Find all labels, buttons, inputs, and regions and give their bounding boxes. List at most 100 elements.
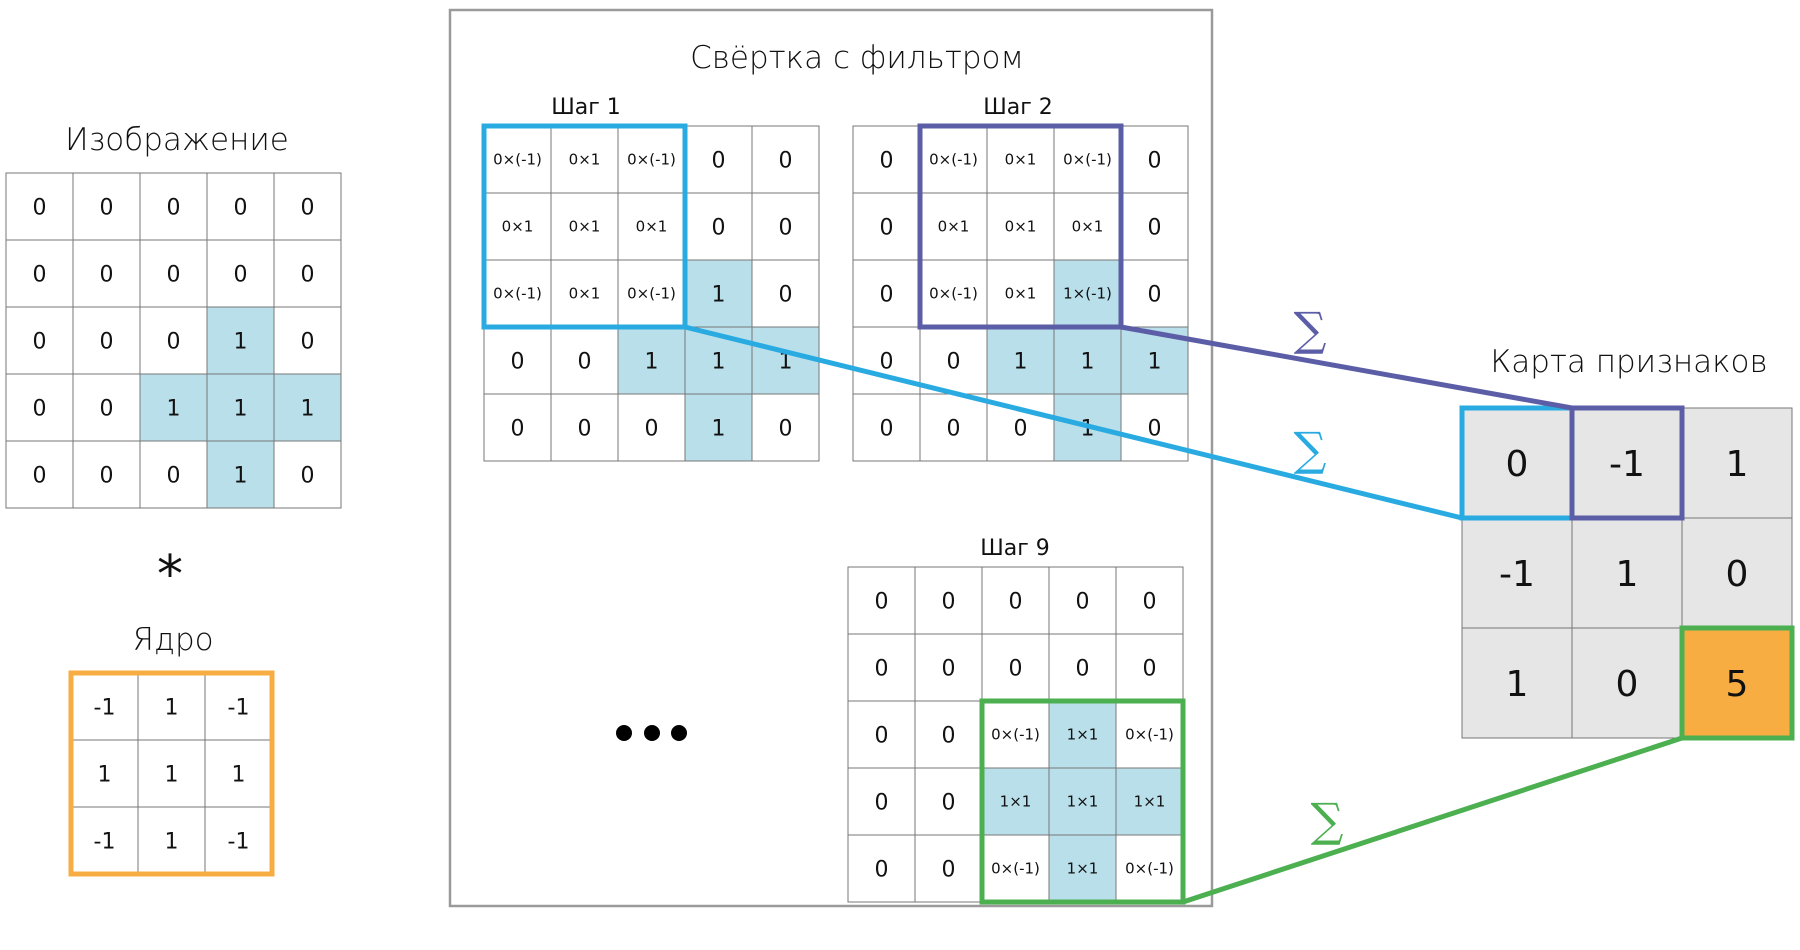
kernel-cell-value: 1 (165, 763, 179, 788)
step-1-cell (550, 393, 619, 462)
step-2-cell-value: 0 (880, 417, 894, 442)
ellipsis-dot (616, 725, 632, 741)
image-cell-value: 0 (33, 196, 47, 221)
step-2-cell (919, 192, 988, 261)
step-2-cell-value: 0×(-1) (1063, 151, 1112, 169)
kernel-cell-value: -1 (228, 696, 250, 721)
step-9-cell-value: 0×(-1) (1125, 726, 1174, 744)
step-9-cell (981, 700, 1050, 769)
image-cell (206, 306, 275, 375)
step-2-cell-value: 1 (1148, 350, 1162, 375)
step-1-cell (751, 393, 820, 462)
feature-map-cell-value: 1 (1726, 444, 1749, 485)
step-9-cell (914, 566, 983, 635)
connector-step-2 (1120, 324, 1573, 411)
step-1-cell (483, 125, 552, 194)
ellipsis-dot (671, 725, 687, 741)
feature-map-cell-value: -1 (1499, 554, 1535, 595)
step-9-cell-value: 0 (1009, 590, 1023, 615)
step-2-cell-value: 0 (880, 216, 894, 241)
convolution-title: Свёртка с фильтром (690, 40, 1024, 76)
step-9-cell-value: 0×(-1) (991, 726, 1040, 744)
image-cell-value: 0 (234, 196, 248, 221)
feature-map-cell-value: 1 (1506, 664, 1529, 705)
step-9-cell-value: 0 (942, 657, 956, 682)
step-1-cell (751, 326, 820, 395)
step-1-cell-value: 1 (779, 350, 793, 375)
step-1-cell (550, 259, 619, 328)
step-2-cell-value: 0×1 (1072, 218, 1104, 236)
step-9-cell (847, 700, 916, 769)
kernel-cell (70, 806, 139, 875)
step-9-cell-value: 1×1 (1067, 793, 1099, 811)
step-9-cell-value: 0 (942, 724, 956, 749)
image-cell-value: 1 (234, 330, 248, 355)
step-1-cell-value: 0 (511, 417, 525, 442)
step-2-cell-value: 0 (880, 149, 894, 174)
step-1-cell (684, 259, 753, 328)
step-1-cell-value: 1 (712, 417, 726, 442)
image-cell-value: 0 (301, 330, 315, 355)
image-cell-value: 0 (167, 196, 181, 221)
kernel-cell (70, 739, 139, 808)
feature-map-cell-value: 0 (1726, 554, 1749, 595)
image-cell-value: 0 (33, 464, 47, 489)
convolution-operator-icon: * (157, 545, 183, 605)
step-9-cell (847, 767, 916, 836)
step-2-cell (1120, 125, 1189, 194)
step-1-cell-value: 0 (645, 417, 659, 442)
image-cell (72, 306, 141, 375)
step-9-cell (1048, 834, 1117, 903)
step-9-cell-value: 0 (1009, 657, 1023, 682)
step-1-cell-value: 1 (712, 350, 726, 375)
kernel-cell (137, 672, 206, 741)
image-cell (273, 440, 342, 509)
step-9-cell (1048, 566, 1117, 635)
step-9-cell-value: 1×1 (1134, 793, 1166, 811)
image-cell-value: 0 (100, 397, 114, 422)
kernel-cell-value: -1 (228, 830, 250, 855)
step-2-cell-value: 0 (880, 350, 894, 375)
step-9-cell-value: 1×1 (1067, 726, 1099, 744)
step-2-cell (1053, 125, 1122, 194)
image-cell-value: 0 (100, 330, 114, 355)
step-9-cell-value: 0 (875, 858, 889, 883)
step-1-cell-value: 0×1 (569, 285, 601, 303)
step-9-cell (1115, 566, 1184, 635)
image-cell (72, 239, 141, 308)
connector-step-9 (1182, 735, 1683, 905)
step-2-cell-value: 0 (880, 283, 894, 308)
step-1-cell-value: 0 (578, 350, 592, 375)
step-9-cell-value: 1×1 (1067, 860, 1099, 878)
feature-map-cell-value: 0 (1506, 444, 1529, 485)
step-9-cell-value: 0×(-1) (1125, 860, 1174, 878)
step-2-cell-value: 0 (1148, 417, 1162, 442)
image-cell (5, 440, 74, 509)
step-9-cell-value: 0 (875, 590, 889, 615)
image-cell-value: 1 (301, 397, 315, 422)
sum-icon-step-2: ∑ (1294, 302, 1327, 356)
step-1-cell (617, 192, 686, 261)
step-9-cell-value: 0 (942, 858, 956, 883)
image-cell-value: 1 (167, 397, 181, 422)
step-9-cell-value: 0 (1143, 590, 1157, 615)
feature-map-cell (1681, 407, 1793, 519)
image-cell-value: 1 (234, 397, 248, 422)
step-2-cell-value: 0×(-1) (929, 285, 978, 303)
image-cell (273, 239, 342, 308)
step-2-cell-value: 0 (1148, 149, 1162, 174)
kernel-cell-value: -1 (94, 696, 116, 721)
step-1-cell-value: 0×(-1) (627, 151, 676, 169)
step-2-cell-value: 1 (1081, 350, 1095, 375)
feature-map-cell-value: 1 (1616, 554, 1639, 595)
step-1-cell (483, 192, 552, 261)
step-9-cell (847, 633, 916, 702)
step-1-cell (483, 393, 552, 462)
step-1-cell-value: 0 (779, 149, 793, 174)
feature-map-cell (1571, 407, 1683, 519)
step-2-cell (1120, 259, 1189, 328)
image-title: Изображение (65, 122, 289, 158)
